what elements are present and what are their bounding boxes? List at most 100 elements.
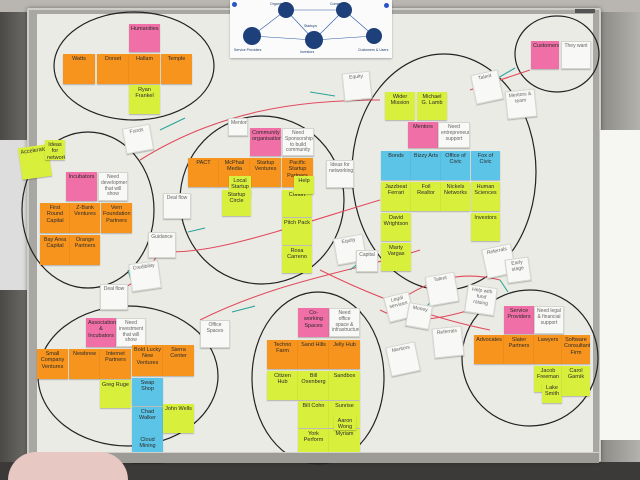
connector-note: Early stage — [504, 256, 532, 284]
sticky-note: Bonds — [381, 151, 411, 180]
teal-arrow-6 — [231, 305, 256, 313]
sticky-note: Co-working Spaces — [298, 308, 329, 337]
sticky-note: They want — [561, 41, 591, 69]
sticky-note: Help — [294, 176, 314, 194]
printout-label: Investors — [300, 50, 315, 54]
sticky-note: Swap Shop — [132, 378, 163, 406]
sticky-note: Jelly Hub — [329, 340, 360, 369]
sticky-note: Bay Area Capital — [40, 235, 70, 265]
connector-note: Guidance — [148, 232, 176, 258]
sticky-note: Citizen Hub — [267, 371, 298, 400]
sticky-note: Service Providers — [504, 306, 534, 334]
sticky-note: Customers — [531, 41, 559, 69]
connector-note: Funds — [121, 123, 155, 155]
sticky-note: Small Company Ventures — [37, 349, 68, 379]
sticky-note: Lawyers — [534, 335, 562, 364]
sticky-note: Mentors — [408, 122, 438, 148]
connector-note: Office Spaces — [200, 320, 230, 348]
sticky-note: Hallam — [129, 54, 160, 84]
cluster-ring-left — [21, 131, 155, 289]
teal-arrow-2 — [309, 91, 336, 97]
sticky-note: Need legal & financial support — [534, 306, 564, 334]
pin-icon — [384, 3, 389, 8]
person-shoulder — [8, 452, 128, 480]
sticky-note: Associations & Incubators — [86, 318, 116, 347]
sticky-note: Techno Farm — [267, 340, 298, 369]
sticky-note: Office of Civic — [441, 151, 470, 180]
teal-arrow-1 — [159, 117, 186, 131]
sticky-note: Nickels Networks — [441, 182, 470, 211]
printout-label: Customers & Users — [358, 48, 389, 52]
teal-arrow-4 — [497, 67, 516, 79]
sticky-note: Carol Garnik — [562, 366, 590, 396]
sticky-note: Bold Lucky New Ventures — [132, 345, 163, 376]
teal-arrow-8 — [499, 279, 509, 293]
sticky-note: Sand Hills — [298, 340, 329, 369]
flipchart-easel — [599, 130, 640, 440]
sticky-note: Cohort — [282, 190, 312, 217]
sticky-note: Slater Partners — [504, 335, 534, 364]
connector-note: Mentors — [385, 341, 421, 377]
sticky-note: Community organisation — [250, 128, 281, 156]
sticky-note: Bill Oxenberg — [298, 371, 329, 400]
sticky-note: Lake Smith — [542, 383, 562, 403]
sticky-note: Need entrepreneurial support — [438, 122, 470, 148]
sticky-note: Bizzy Arts — [411, 151, 441, 180]
connector-note: Mentors & team — [504, 88, 538, 120]
printout-label: Organisation — [270, 2, 290, 6]
connector-note: Talent — [470, 69, 504, 105]
sticky-note: Ryan Frankel — [129, 85, 160, 114]
sticky-note: Jazzbeat Ferrari — [381, 182, 411, 211]
teal-arrow-3 — [187, 227, 206, 233]
sticky-note: PACT — [188, 158, 219, 187]
connector-note: Money — [405, 302, 433, 330]
sticky-note: Fox of Civic — [471, 151, 500, 180]
connector-note: Deal flow — [163, 193, 191, 219]
sticky-note: Internet Partners — [100, 349, 131, 379]
sticky-note: David Wrightson — [381, 213, 411, 241]
sticky-note: Myriam — [329, 429, 360, 456]
cluster-ring-bottom-right — [461, 289, 599, 427]
connector-note: Mentoring — [228, 118, 248, 136]
connector-note: Equity — [341, 70, 373, 102]
sticky-note: Startup Circle — [222, 190, 251, 216]
sticky-note: Marty Vargas — [381, 243, 411, 271]
sticky-note: Need office space & infrastructure — [329, 308, 360, 337]
connector-note: Referrals — [431, 325, 465, 359]
sticky-note: Aaron Wong — [334, 416, 356, 430]
connector-note: Capital — [356, 250, 378, 272]
connector-note: Ideas for networking — [326, 160, 354, 188]
connector-note: Help with fund raising — [464, 284, 498, 316]
sticky-note: Ideas for networking — [45, 140, 65, 160]
sticky-note: Watts — [63, 54, 95, 84]
sticky-note: Rosa Carreno — [282, 246, 312, 273]
connector-note: Deal flow — [100, 284, 128, 310]
frame-label — [575, 9, 595, 13]
sticky-note: Incubators — [66, 172, 97, 201]
sticky-note: Greg Ruge — [100, 380, 131, 408]
sticky-note: Bill Cohn — [298, 401, 329, 428]
sticky-note: Pitch Pack — [282, 218, 312, 245]
sticky-note: Foil Realtor — [411, 182, 441, 211]
cluster-ring-top-left — [53, 11, 215, 121]
printout-label: Service Providers — [234, 48, 262, 52]
sticky-note: Z-Bank Ventures — [70, 203, 100, 233]
sticky-note: Wider Mission — [385, 92, 415, 120]
sticky-note: Startup Ventures — [250, 158, 281, 187]
cluster-ring-bottom-center — [251, 291, 385, 465]
sticky-note: Newbrew — [69, 349, 100, 379]
printed-diagram: Organisation Community Service Providers… — [230, 0, 392, 58]
sticky-note: Michael G. Lamb — [417, 92, 447, 120]
sticky-note: Need development that will show — [98, 172, 128, 201]
sticky-note: Temple — [161, 54, 192, 84]
sticky-note: Chad Walker — [132, 407, 163, 435]
pin-icon — [232, 2, 237, 7]
connector-note: Talent — [424, 271, 460, 307]
printout-label: Startups — [304, 24, 318, 28]
sticky-note: Vern Foundation Partners — [101, 203, 132, 233]
sticky-note: First Round Capital — [40, 203, 70, 233]
sticky-note: Software Consultants Firm — [562, 335, 590, 364]
cluster-ring-top-right — [514, 15, 600, 93]
sticky-note: John Wells — [163, 404, 194, 433]
sticky-note: Need investment that will show — [116, 318, 146, 347]
